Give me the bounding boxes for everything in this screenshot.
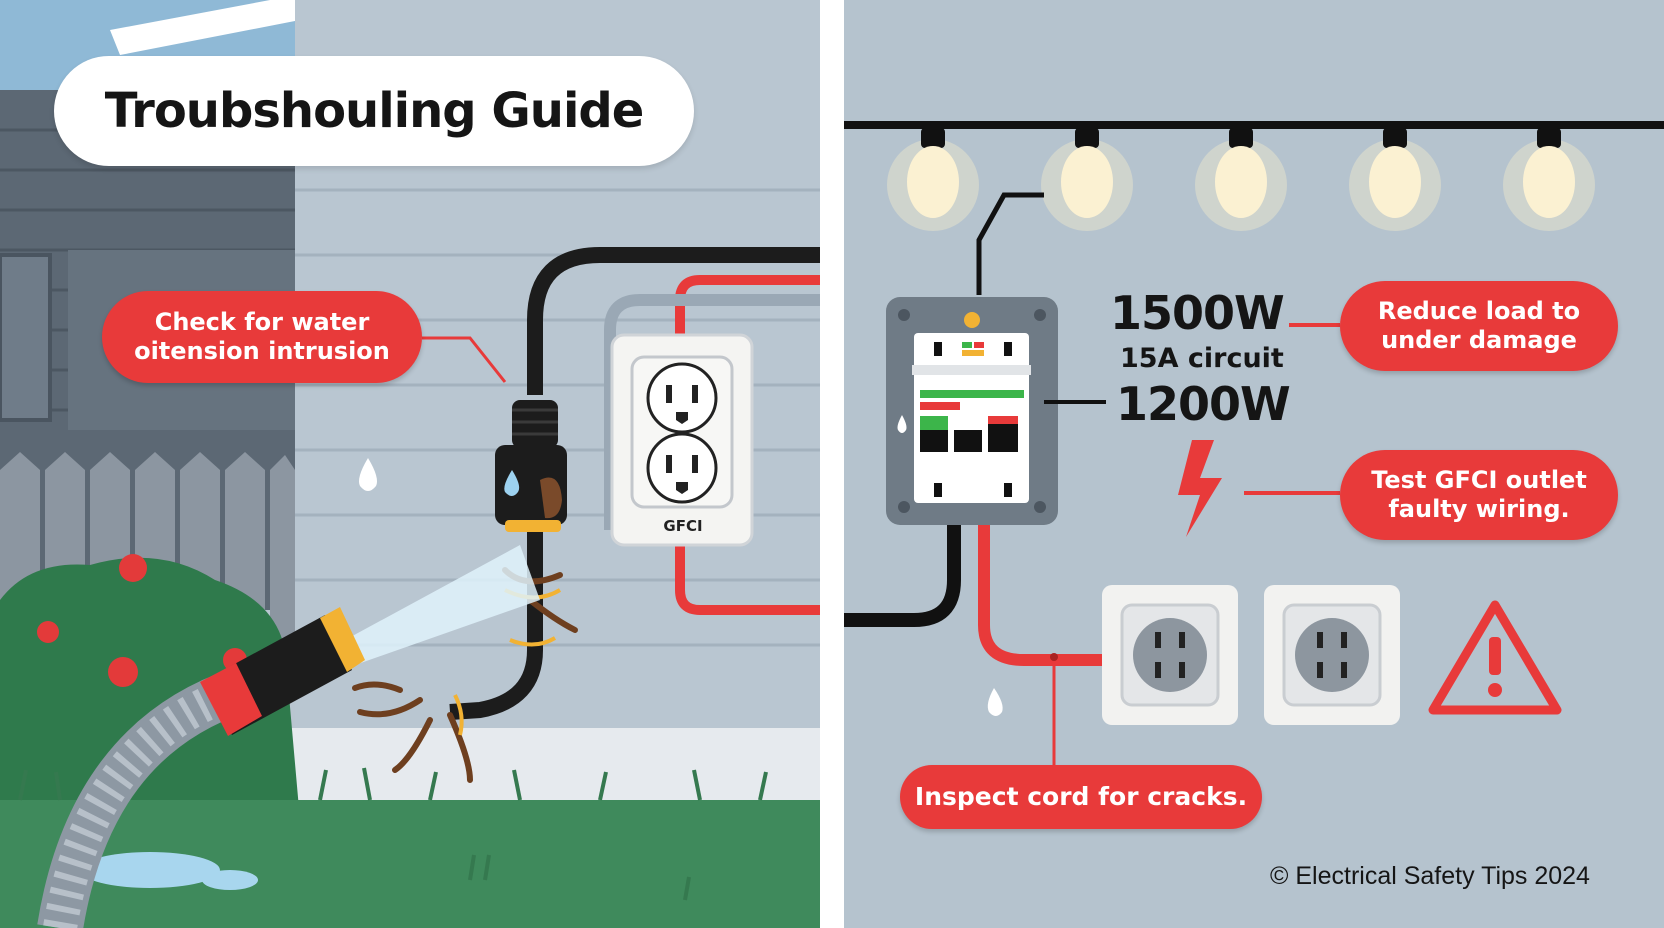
- warning-triangle-icon: [1428, 600, 1562, 715]
- water-drop-icon: [987, 688, 1003, 716]
- callout-load-line2: under damage: [1381, 326, 1577, 354]
- extension-cord-lower: [449, 520, 543, 720]
- light-bulb-icon: [1041, 128, 1133, 231]
- gfci-outlet: [610, 333, 754, 547]
- water-puddle-small: [202, 870, 258, 890]
- grass-blades: [18, 767, 768, 901]
- callout-water-line1: Check for water: [154, 307, 370, 336]
- title-banner: Troubshouling Guide: [54, 56, 694, 166]
- black-cord: [844, 500, 961, 627]
- garden-hose-ribs: [43, 673, 246, 928]
- string-lights: [887, 128, 1595, 231]
- callout-gfci-line1: Test GFCI outlet: [1371, 465, 1587, 494]
- light-bulb-icon: [887, 128, 979, 231]
- callout-water-leader: [422, 336, 507, 383]
- house-window: [0, 253, 52, 422]
- gfci-outlet-label: GFCI: [663, 517, 703, 535]
- extension-cord: [527, 247, 820, 395]
- callout-load-line1: Reduce load to: [1377, 296, 1581, 325]
- wall-outlet-2: [1264, 585, 1400, 725]
- cord-plug: [495, 400, 567, 532]
- light-bulb-icon: [1195, 128, 1287, 231]
- page-title: Troubshouling Guide: [104, 83, 645, 139]
- left-panel: Troubshouling Guide Check for water oite…: [0, 0, 820, 928]
- conduit: [604, 294, 820, 530]
- water-drop-icon: [359, 458, 377, 491]
- light-bulb-icon: [1349, 128, 1441, 231]
- water-puddle: [80, 852, 220, 888]
- callout-water-line2: oitension intrusion: [134, 337, 390, 365]
- callout-gfci-line2: faulty wiring.: [1388, 495, 1570, 523]
- copyright-footer: © Electrical Safety Tips 2024: [1270, 862, 1590, 890]
- water-drop-icon-plug: [504, 470, 520, 496]
- breaker-panel: [886, 297, 1058, 525]
- callout-cord-anchor: [1050, 653, 1058, 661]
- callout-inspect-cord: Inspect cord for cracks.: [900, 765, 1262, 829]
- bush-berries: [37, 554, 247, 687]
- wattage-1200: 1200W: [1116, 377, 1291, 431]
- callout-reduce-load: Reduce load to under damage: [1340, 281, 1618, 371]
- red-cord: [978, 505, 1109, 666]
- bush: [0, 557, 300, 820]
- callout-test-gfci: Test GFCI outlet faulty wiring.: [1340, 450, 1618, 540]
- callout-water-intrusion: Check for water oitension intrusion: [102, 291, 422, 383]
- hose-nozzle: [200, 607, 365, 736]
- lightning-bolt-icon: [1178, 440, 1222, 537]
- right-scene-illustration: [844, 121, 1664, 765]
- light-bulb-icon: [1503, 128, 1595, 231]
- roof-gutter: [110, 0, 300, 55]
- circuit-rating: 15A circuit: [1120, 343, 1284, 374]
- water-spray: [345, 545, 540, 665]
- wall-outlet-1: [1102, 585, 1238, 725]
- wattage-1500: 1500W: [1110, 286, 1285, 340]
- callout-cord-text: Inspect cord for cracks.: [914, 781, 1248, 811]
- breaker-feed-wire: [976, 192, 1044, 295]
